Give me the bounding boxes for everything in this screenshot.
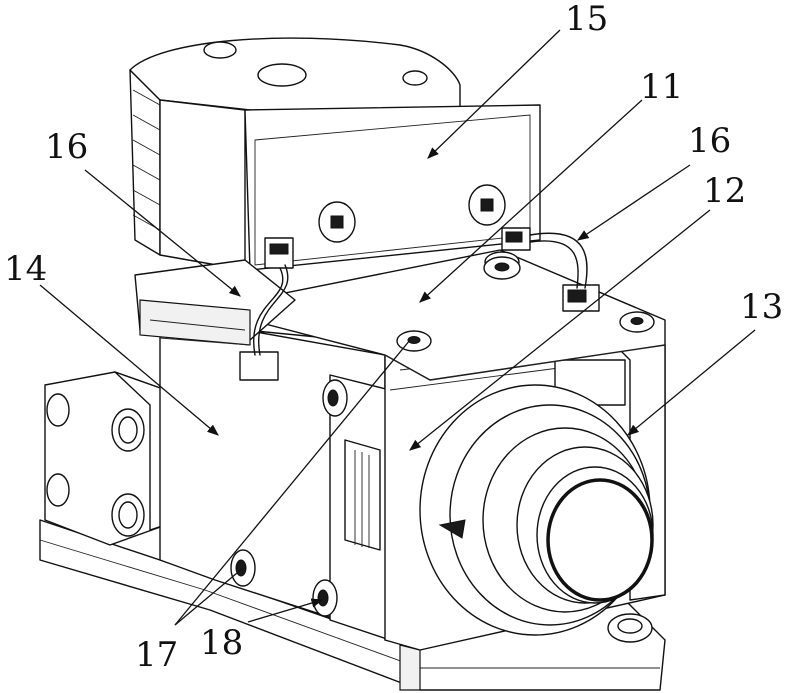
label-16-right: 16 [688,121,731,161]
top-plate [249,249,666,381]
right-cable [483,227,600,312]
leader-16-right [577,164,691,241]
label-12: 12 [703,171,746,211]
upper-module [129,37,541,271]
label-13: 13 [740,287,783,327]
leader-12 [409,209,711,451]
lens-barrel [419,384,654,636]
leader-11 [419,99,643,303]
leader-13 [627,329,756,436]
leader-14 [39,284,219,436]
label-14: 14 [4,249,47,289]
label-17: 17 [135,635,178,675]
label-18: 18 [200,623,243,663]
leader-18 [247,598,324,623]
leader-17a [174,339,411,626]
label-15: 15 [565,0,608,39]
reference-numerals: 15 11 16 16 12 14 13 17 18 [4,0,783,675]
label-11: 11 [640,67,683,107]
circuit-board [134,237,296,381]
leader-16-left [84,169,241,297]
base-plate [39,519,666,691]
label-16-left: 16 [45,127,88,167]
leader-lines [39,29,756,626]
leader-15 [427,29,561,159]
leader-17b [174,567,244,626]
